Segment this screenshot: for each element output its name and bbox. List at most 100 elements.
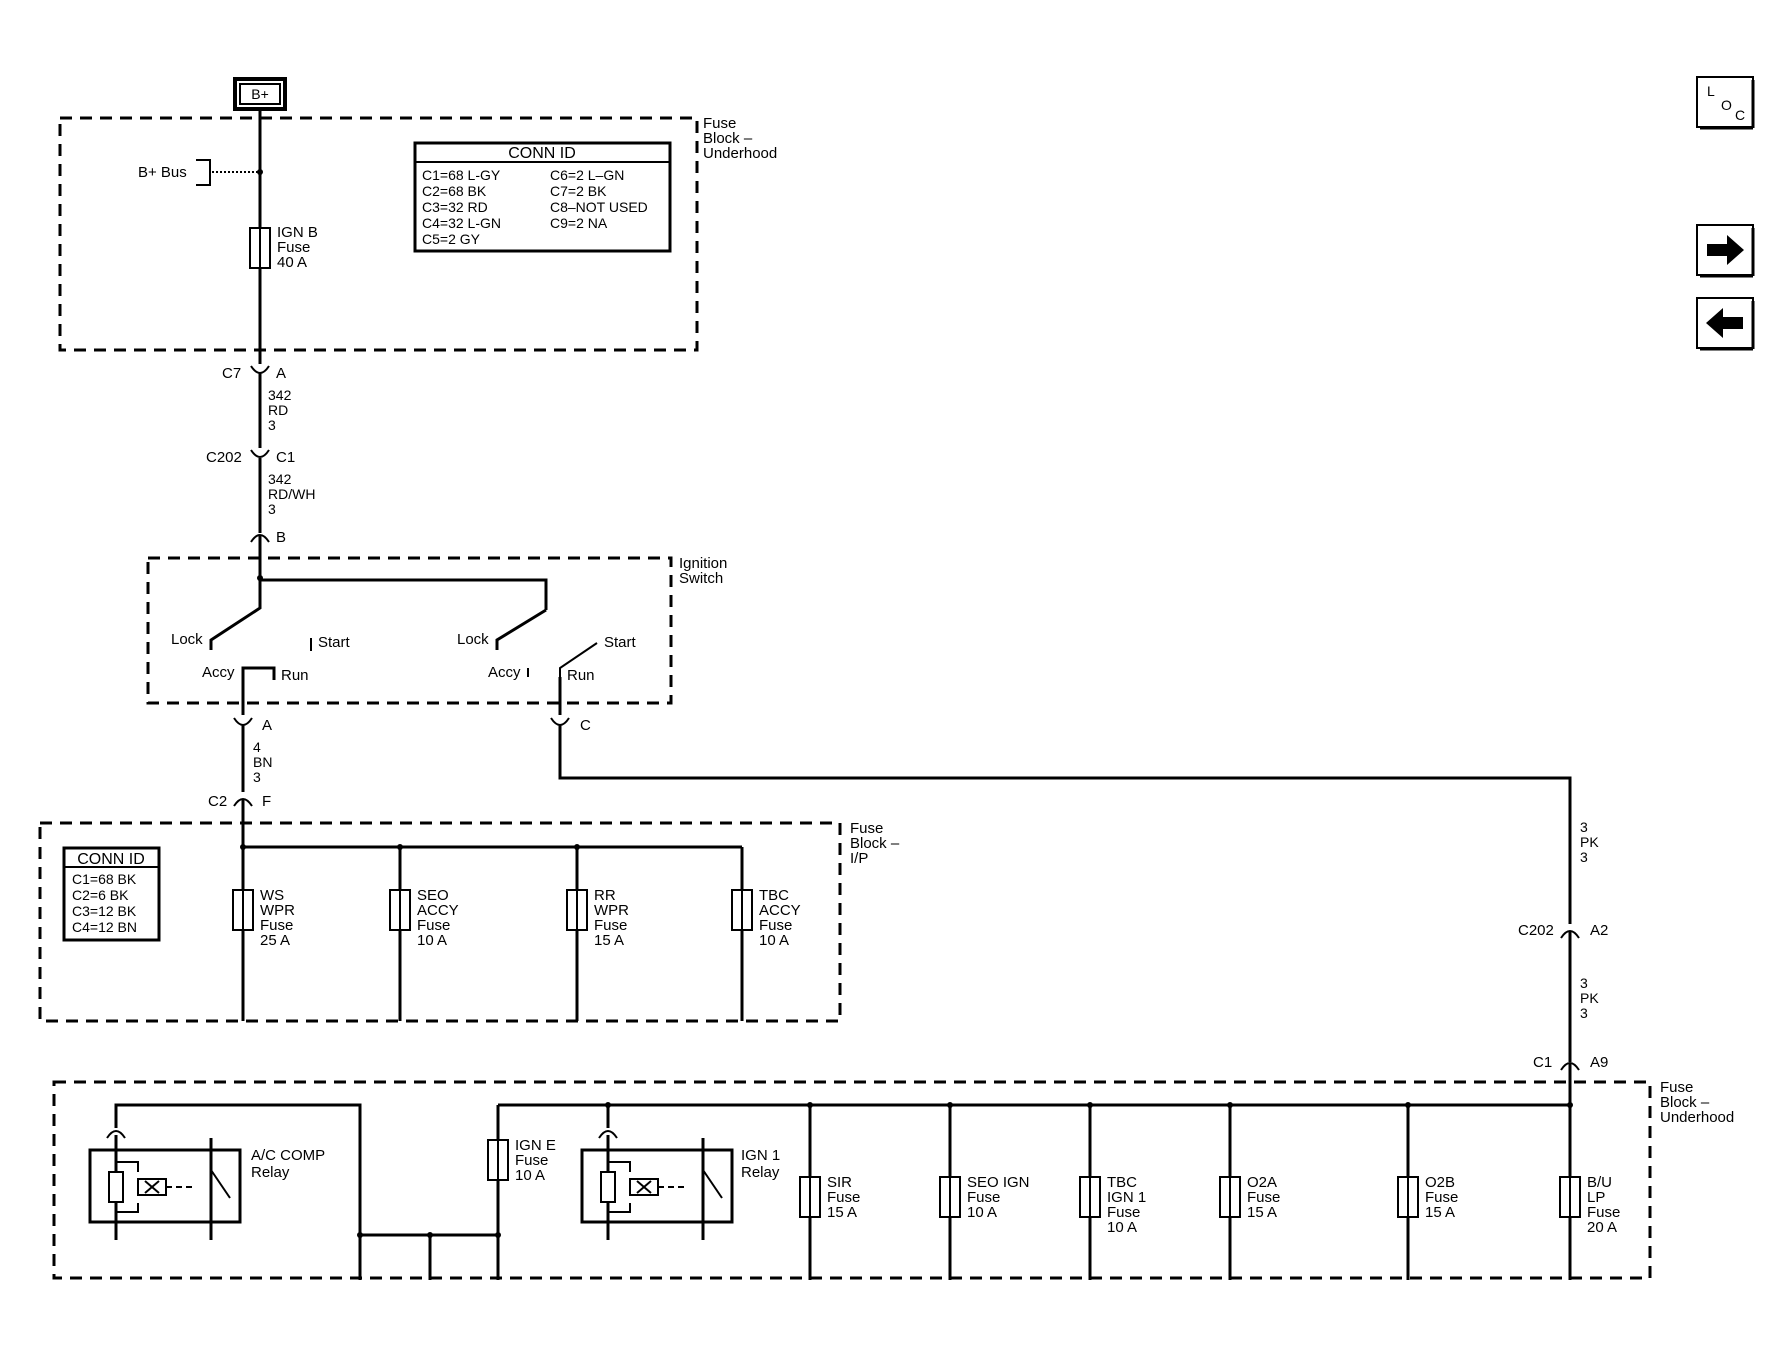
connector-c202-c1: C202 C1 xyxy=(206,449,295,533)
svg-text:A: A xyxy=(276,365,286,382)
svg-text:3: 3 xyxy=(1580,849,1588,865)
fuse-block-ip-outline xyxy=(38,821,842,1023)
wire-3-pk-lower: 3 PK 3 xyxy=(1580,975,1599,1021)
svg-text:Underhood: Underhood xyxy=(1660,1109,1734,1126)
previous-page-button[interactable] xyxy=(1696,297,1755,351)
svg-text:WPR: WPR xyxy=(594,902,629,919)
svg-text:A/C COMP: A/C COMP xyxy=(251,1147,325,1164)
svg-text:15 A: 15 A xyxy=(827,1204,857,1221)
svg-text:C1=68 L-GY: C1=68 L-GY xyxy=(422,167,501,183)
svg-text:Fuse: Fuse xyxy=(1587,1204,1620,1221)
svg-text:C4=12 BN: C4=12 BN xyxy=(72,919,137,935)
ignition-output-pin-a: A xyxy=(233,717,272,792)
ign-1-relay: IGN 1 Relay xyxy=(580,1105,780,1240)
svg-text:Lock: Lock xyxy=(171,631,203,648)
svg-text:Block –: Block – xyxy=(703,130,753,147)
svg-text:CONN ID: CONN ID xyxy=(508,145,576,162)
svg-text:CONN ID: CONN ID xyxy=(77,851,145,868)
svg-text:A2: A2 xyxy=(1590,922,1608,939)
svg-text:C5=2 GY: C5=2 GY xyxy=(422,231,481,247)
b-plus-bus-label: B+ Bus xyxy=(138,164,187,181)
svg-text:Fuse: Fuse xyxy=(967,1189,1000,1206)
svg-text:Fuse: Fuse xyxy=(759,917,792,934)
next-page-button[interactable] xyxy=(1696,224,1755,278)
wire-3-pk-upper: 3 PK 3 xyxy=(1580,819,1599,865)
right-arrow-icon xyxy=(1707,235,1744,265)
ign-e-fuse: IGN E Fuse 10 A xyxy=(487,1105,556,1280)
svg-text:342: 342 xyxy=(268,471,292,487)
svg-text:3: 3 xyxy=(1580,819,1588,835)
ign-b-fuse: IGN B Fuse 40 A xyxy=(249,224,318,271)
svg-text:C: C xyxy=(580,717,591,734)
svg-text:IGN 1: IGN 1 xyxy=(741,1147,780,1164)
battery-terminal: B+ xyxy=(233,77,287,111)
svg-text:10 A: 10 A xyxy=(967,1204,997,1221)
svg-text:3: 3 xyxy=(268,417,276,433)
svg-text:B: B xyxy=(276,529,286,546)
loc-letter-c: C xyxy=(1735,107,1745,123)
svg-text:Fuse: Fuse xyxy=(515,1152,548,1169)
svg-text:Start: Start xyxy=(318,634,351,651)
svg-text:B/U: B/U xyxy=(1587,1174,1612,1191)
ignition-input-pin-b: B xyxy=(250,529,286,578)
svg-text:O2A: O2A xyxy=(1247,1174,1277,1191)
svg-text:LP: LP xyxy=(1587,1189,1605,1206)
svg-text:C7=2 BK: C7=2 BK xyxy=(550,183,607,199)
ignition-output-pin-c: C xyxy=(550,717,1572,924)
svg-text:Fuse: Fuse xyxy=(1247,1189,1280,1206)
ignition-switch-label: Ignition Switch xyxy=(679,555,727,587)
svg-text:Underhood: Underhood xyxy=(703,145,777,162)
left-arrow-icon xyxy=(1706,308,1743,338)
svg-text:C7: C7 xyxy=(222,365,241,382)
connector-c2-f: C2 F xyxy=(208,793,271,847)
svg-text:BN: BN xyxy=(253,754,272,770)
fuse-block-underhood-bottom-outline xyxy=(52,1080,1652,1280)
svg-text:SEO: SEO xyxy=(417,887,449,904)
svg-text:C2=68 BK: C2=68 BK xyxy=(422,183,487,199)
svg-text:ACCY: ACCY xyxy=(417,902,459,919)
svg-text:TBC: TBC xyxy=(1107,1174,1137,1191)
svg-text:Fuse: Fuse xyxy=(703,115,736,132)
svg-text:Fuse: Fuse xyxy=(594,917,627,934)
svg-text:RD: RD xyxy=(268,402,288,418)
svg-text:Fuse: Fuse xyxy=(1425,1189,1458,1206)
svg-text:F: F xyxy=(262,793,271,810)
svg-text:A9: A9 xyxy=(1590,1054,1608,1071)
connector-c7: C7 A xyxy=(222,365,286,448)
fuse-block-underhood-bottom-label: Fuse Block – Underhood xyxy=(1660,1079,1734,1126)
svg-text:Start: Start xyxy=(604,634,637,651)
svg-text:Fuse: Fuse xyxy=(260,917,293,934)
svg-text:PK: PK xyxy=(1580,834,1599,850)
svg-text:C1: C1 xyxy=(1533,1054,1552,1071)
svg-text:3: 3 xyxy=(253,769,261,785)
svg-text:10 A: 10 A xyxy=(1107,1219,1137,1236)
svg-text:IGN E: IGN E xyxy=(515,1137,556,1154)
svg-text:25 A: 25 A xyxy=(260,932,290,949)
wire-342-rd: 342 RD 3 xyxy=(268,387,292,433)
svg-text:10 A: 10 A xyxy=(515,1167,545,1184)
svg-text:IGN B: IGN B xyxy=(277,224,318,241)
svg-text:C8–NOT USED: C8–NOT USED xyxy=(550,199,648,215)
svg-text:Run: Run xyxy=(281,667,309,684)
location-button[interactable]: L O C xyxy=(1696,76,1755,130)
svg-text:PK: PK xyxy=(1580,990,1599,1006)
svg-text:Switch: Switch xyxy=(679,570,723,587)
svg-text:WS: WS xyxy=(260,887,284,904)
svg-text:SEO IGN: SEO IGN xyxy=(967,1174,1030,1191)
svg-text:SIR: SIR xyxy=(827,1174,852,1191)
connector-c202-a2: C202 A2 xyxy=(1518,922,1608,1062)
svg-text:Fuse: Fuse xyxy=(1660,1079,1693,1096)
svg-text:C2=6 BK: C2=6 BK xyxy=(72,887,129,903)
battery-label: B+ xyxy=(251,86,269,102)
conn-id-table-underhood: CONN ID C1=68 L-GY C2=68 BK C3=32 RD C4=… xyxy=(413,141,672,253)
